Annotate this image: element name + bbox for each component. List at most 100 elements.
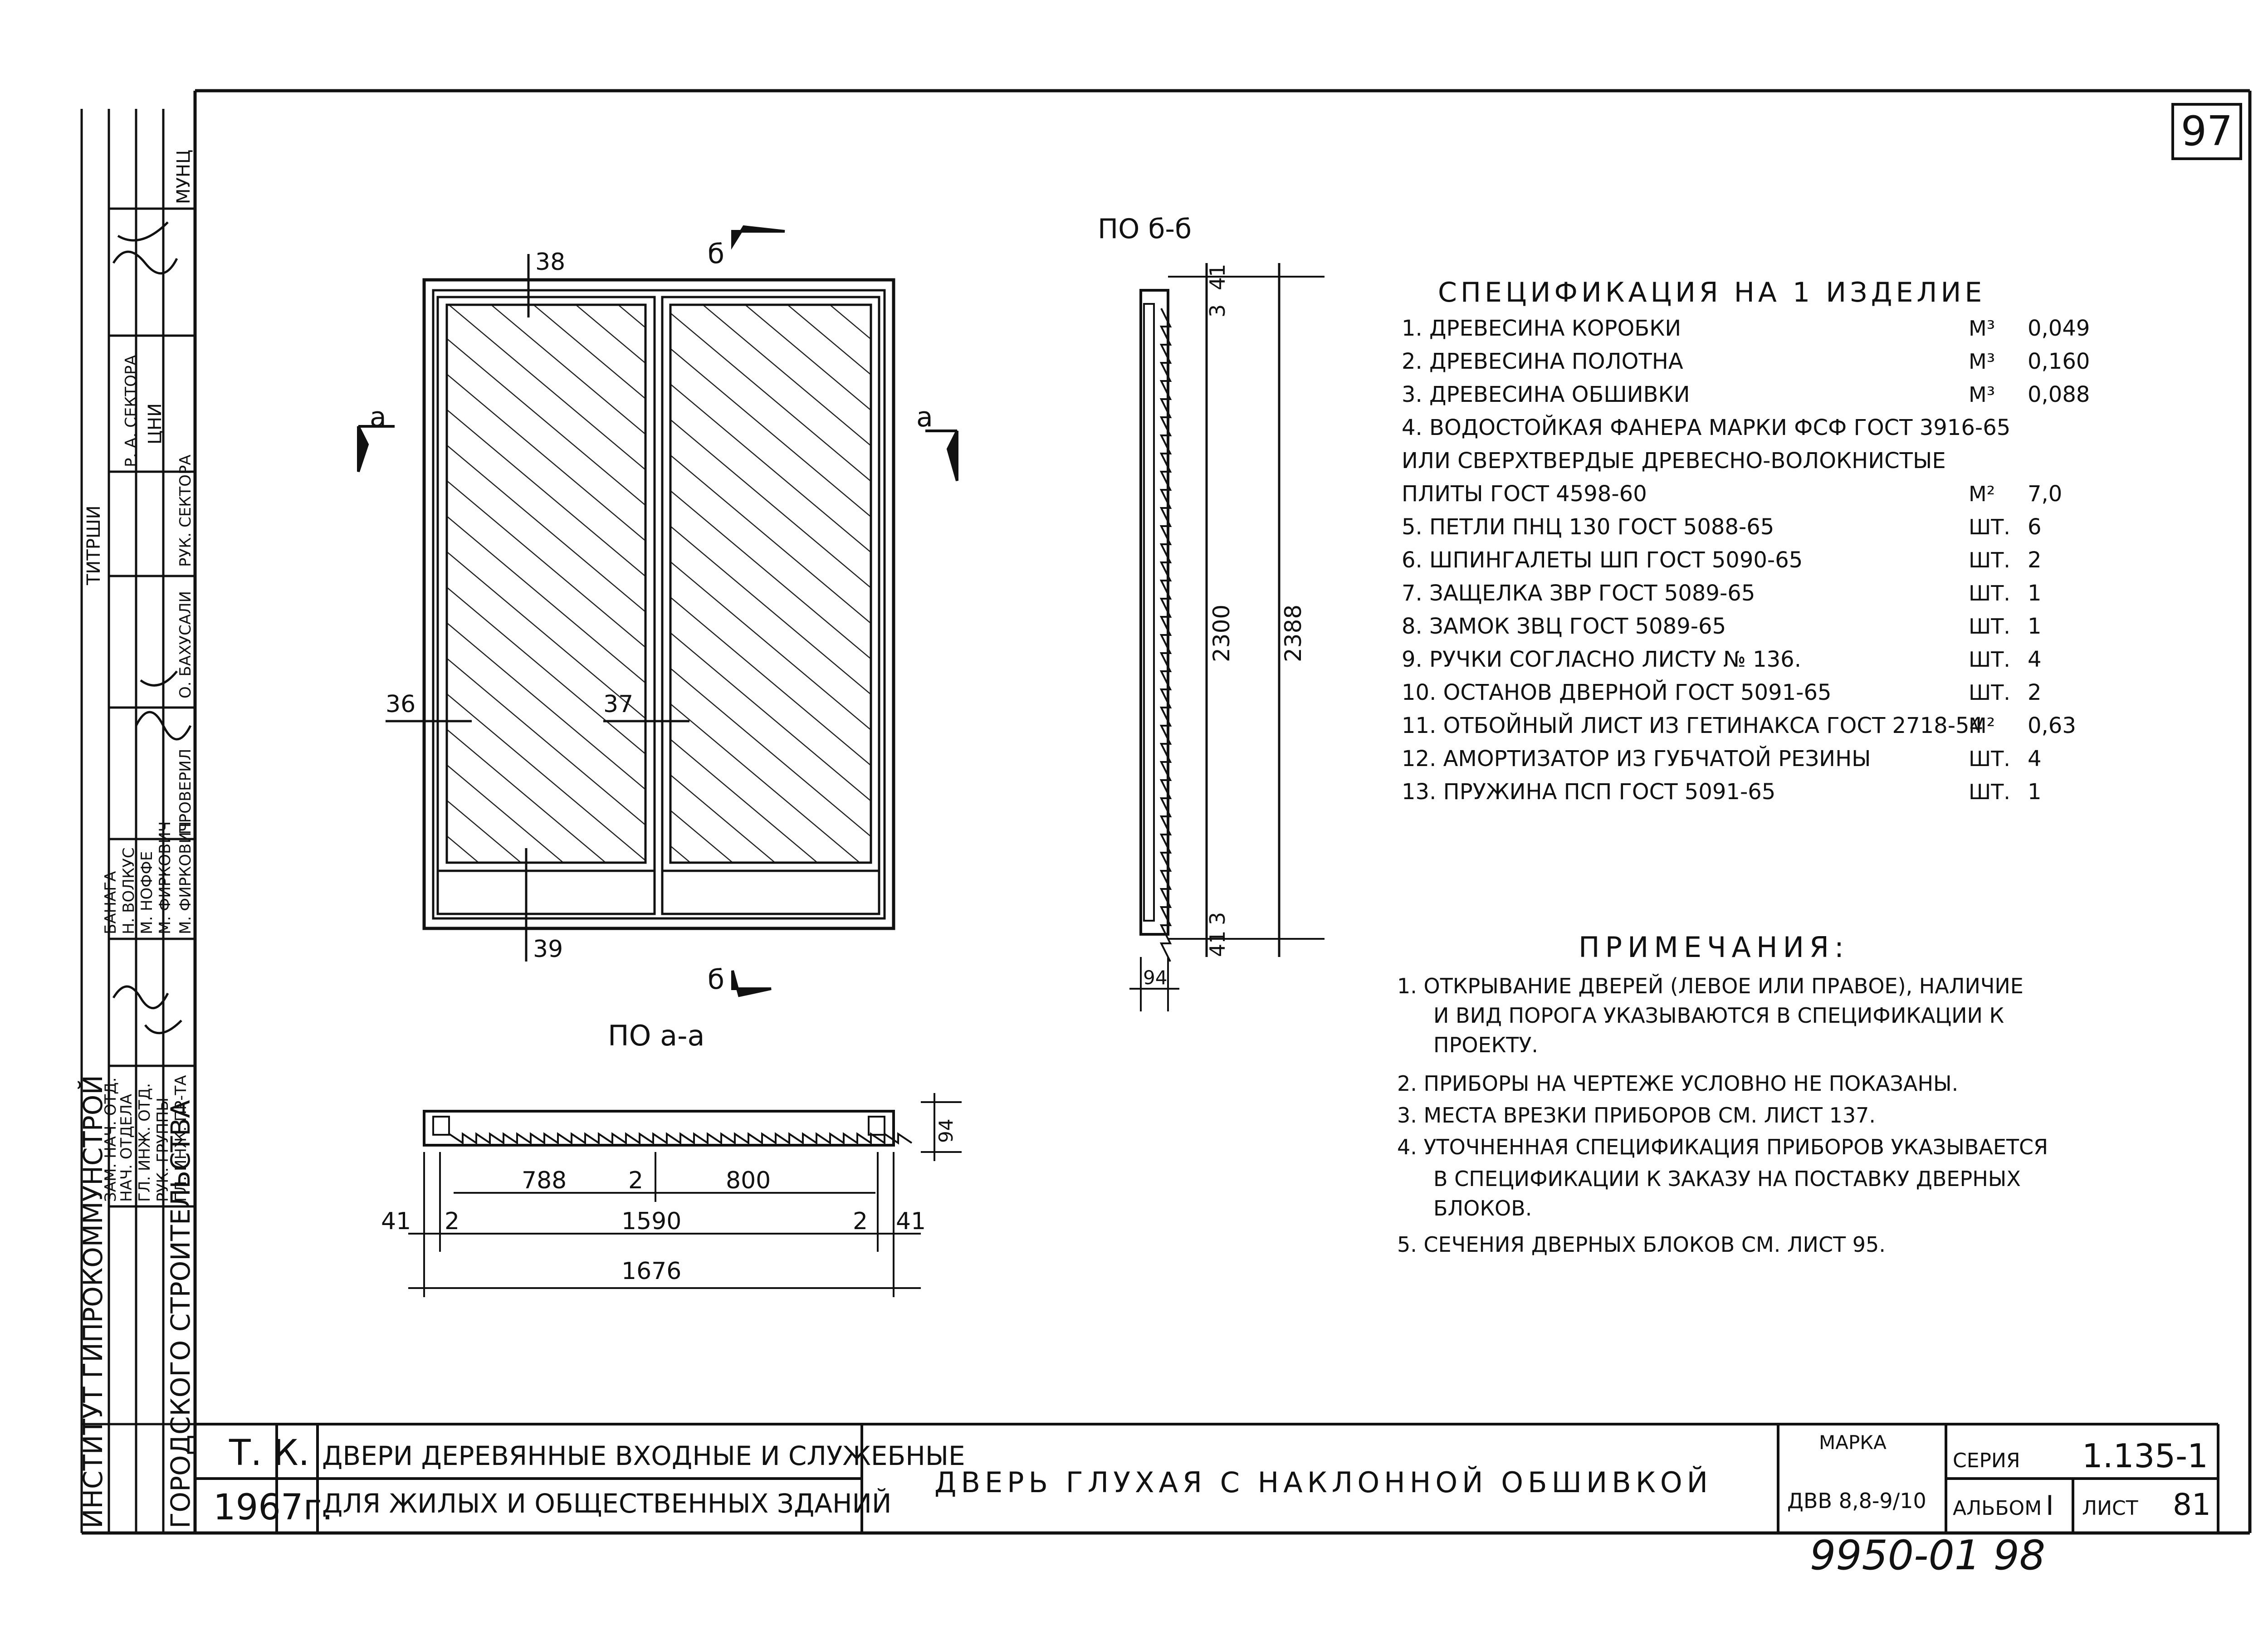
- callout-37: 37: [603, 691, 633, 718]
- spec-item-unit: М²: [1969, 482, 1995, 506]
- stamp-role-2: РУК. ГРУППЫ: [154, 1098, 172, 1202]
- spec-item-qty: 1: [2028, 779, 2042, 805]
- album-label: АЛЬБОМ: [1953, 1497, 2042, 1520]
- section-letter-a-left: а: [370, 401, 386, 433]
- stamp-name-2: М. ФИРКОВИЧ: [156, 821, 174, 934]
- plan-dim-edge-right: 41: [896, 1208, 926, 1235]
- spec-item-text: 11. ОТБОЙНЫЙ ЛИСТ ИЗ ГЕТИНАКСА ГОСТ 2718…: [1402, 713, 1983, 738]
- note-line: 5. СЕЧЕНИЯ ДВЕРНЫХ БЛОКОВ СМ. ЛИСТ 95.: [1397, 1232, 1886, 1257]
- spec-item-text: 7. ЗАЩЕЛКА ЗВР ГОСТ 5089-65: [1402, 581, 1755, 606]
- stamp-role-1: ГЛ. ИНЖ. ПР-ТА: [172, 1075, 190, 1202]
- section-mark-a-right: [925, 430, 958, 481]
- spec-item-text: ПЛИТЫ ГОСТ 4598-60: [1402, 481, 1647, 507]
- spec-item-qty: 6: [2028, 514, 2042, 540]
- project-line-1: ДВЕРИ ДЕРЕВЯННЫЕ ВХОДНЫЕ И СЛУЖЕБНЫЕ: [322, 1440, 965, 1471]
- spec-item-text: 13. ПРУЖИНА ПСП ГОСТ 5091-65: [1402, 779, 1775, 805]
- spec-item-text: 9. РУЧКИ СОГЛАСНО ЛИСТУ № 136.: [1402, 647, 1801, 672]
- spec-item-unit: М³: [1969, 349, 1995, 374]
- archive-number: 9950-01 98: [1810, 1532, 2045, 1579]
- section-letter-b-bottom: б: [708, 964, 724, 996]
- signature-mark: [112, 221, 178, 275]
- spec-item-text: ИЛИ СВЕРХТВЕРДЫЕ ДРЕВЕСНО-ВОЛОКНИСТЫЕ: [1402, 448, 1946, 474]
- plan-dim-thickness: 94: [935, 1119, 957, 1143]
- note-line: И ВИД ПОРОГА УКАЗЫВАЮТСЯ В СПЕЦИФИКАЦИИ …: [1433, 1003, 2004, 1028]
- spec-item-qty: 0,160: [2028, 349, 2090, 374]
- title-block-text: Т. К. 1967г. ДВЕРИ ДЕРЕВЯННЫЕ ВХОДНЫЕ И …: [213, 1431, 2211, 1579]
- sheet-number: 97: [2181, 107, 2233, 155]
- stamp-top-3: МУНЦ: [173, 150, 194, 204]
- spec-item-qty: 2: [2028, 547, 2042, 573]
- section-mark-b-bottom: [731, 970, 772, 997]
- spec-item-text: 1. ДРЕВЕСИНА КОРОБКИ: [1402, 316, 1681, 341]
- callout-36: 36: [386, 691, 415, 718]
- side-stamp: [80, 109, 195, 1533]
- sheet-title: ДВЕРЬ ГЛУХАЯ С НАКЛОННОЙ ОБШИВКОЙ: [934, 1466, 1712, 1499]
- spec-item-qty: 7,0: [2028, 481, 2062, 507]
- dim-bottom-41: 41: [1205, 930, 1230, 957]
- side-section-label: ПО б-б: [1098, 213, 1192, 245]
- spec-item-text: 8. ЗАМОК ЗВЦ ГОСТ 5089-65: [1402, 614, 1726, 639]
- spec-item-qty: 1: [2028, 581, 2042, 606]
- note-line: БЛОКОВ.: [1433, 1196, 1532, 1220]
- marka-value: ДВВ 8,8-9/10: [1787, 1489, 1926, 1513]
- list-value: 81: [2173, 1487, 2211, 1522]
- institute-label: ИНСТИТУТ ГИПРОКОММУНСТРОЙ: [77, 1075, 108, 1528]
- section-mark-a-left: [357, 425, 395, 472]
- spec-item-unit: ШТ.: [1969, 747, 2010, 771]
- tk-label: Т. К.: [229, 1433, 309, 1474]
- cladding-sawtooth: [1159, 308, 1172, 962]
- spec-item-qty: 1: [2028, 614, 2042, 639]
- stamp-role-5: ЗАМ. НАЧ. ОТД.: [102, 1077, 120, 1202]
- stamp-name-3: М. НОФФЕ: [138, 851, 156, 934]
- note-line: 3. МЕСТА ВРЕЗКИ ПРИБОРОВ СМ. ЛИСТ 137.: [1397, 1103, 1876, 1128]
- album-value: I: [2046, 1490, 2054, 1522]
- dim-thickness: 94: [1143, 967, 1167, 989]
- panel-hatch-left: [445, 303, 647, 864]
- spec-item-unit: ШТ.: [1969, 780, 2010, 804]
- signature-mark: [135, 670, 192, 741]
- stamp-name-1: М. ФИРКОВИЧ: [176, 821, 195, 934]
- specification-table: СПЕЦИФИКАЦИЯ НА 1 ИЗДЕЛИЕ 1. ДРЕВЕСИНА К…: [1402, 277, 2090, 805]
- dim-outer-height: 2388: [1280, 605, 1306, 662]
- plan-section-body: [423, 1110, 895, 1147]
- plan-dim-leaf-left: 788: [522, 1167, 567, 1194]
- stamp-role-6: РУК. СЕКТОРА: [176, 454, 195, 567]
- section-mark-b-top: [731, 225, 785, 250]
- stamp-role-3: ГЛ. ИНЖ. ОТД.: [136, 1083, 154, 1202]
- title-block: [195, 1423, 2219, 1533]
- spec-item-text: 12. АМОРТИЗАТОР ИЗ ГУБЧАТОЙ РЕЗИНЫ: [1402, 746, 1871, 771]
- note-line: 4. УТОЧНЕННАЯ СПЕЦИФИКАЦИЯ ПРИБОРОВ УКАЗ…: [1397, 1135, 2048, 1159]
- side-stamp-text: ИНСТИТУТ ГИПРОКОММУНСТРОЙ ГОРОДСКОГО СТР…: [77, 150, 196, 1528]
- spec-item-qty: 4: [2028, 746, 2042, 771]
- sheet-number-box: 97: [2171, 103, 2242, 160]
- stamp-name-4: Н. ВОЛКУС: [120, 848, 138, 934]
- plan-cladding: [448, 1132, 913, 1145]
- panel-hatch-right: [669, 303, 872, 864]
- spec-item-unit: ШТ.: [1969, 680, 2010, 705]
- spec-item-unit: ШТ.: [1969, 548, 2010, 572]
- stamp-role-7: ПРОВЕРИЛ: [176, 749, 195, 835]
- spec-item-unit: ШТ.: [1969, 581, 2010, 605]
- side-section-b-b: ПО б-б 41 3 2300 2388 3 41 94: [1098, 213, 1325, 1011]
- plan-dim-inner-right: 2: [853, 1208, 868, 1235]
- stamp-top-2: ТИТРШИ: [83, 505, 104, 586]
- plan-section-a-a: 94 788 2 800 41 2 1590 2 41 1676: [381, 1093, 962, 1297]
- spec-title: СПЕЦИФИКАЦИЯ НА 1 ИЗДЕЛИЕ: [1438, 277, 1985, 308]
- note-line: 1. ОТКРЫВАНИЕ ДВЕРЕЙ (ЛЕВОЕ ИЛИ ПРАВОЕ),…: [1397, 974, 2024, 998]
- plan-dim-inner-left: 2: [445, 1208, 459, 1235]
- plan-dim-inner-width: 1590: [621, 1208, 681, 1235]
- spec-item-text: 5. ПЕТЛИ ПНЦ 130 ГОСТ 5088-65: [1402, 514, 1774, 540]
- dim-top-3: 3: [1205, 304, 1230, 317]
- spec-item-qty: 0,049: [2028, 316, 2090, 341]
- section-letter-a-right: а: [916, 401, 933, 433]
- note-line: В СПЕЦИФИКАЦИИ К ЗАКАЗУ НА ПОСТАВКУ ДВЕР…: [1433, 1167, 2021, 1191]
- spec-item-unit: М²: [1969, 713, 1995, 738]
- stamp-name-7: Р. А. СЕКТОРА: [122, 355, 140, 467]
- stamp-role-4: НАЧ. ОТДЕЛА: [117, 1094, 136, 1202]
- dim-bottom-3: 3: [1205, 912, 1230, 925]
- plan-dim-total: 1676: [621, 1258, 681, 1285]
- notes-block: ПРИМЕЧАНИЯ: 1. ОТКРЫВАНИЕ ДВЕРЕЙ (ЛЕВОЕ …: [1397, 931, 2048, 1257]
- plan-dim-leaf-right: 800: [726, 1167, 771, 1194]
- spec-item-unit: ШТ.: [1969, 614, 2010, 639]
- spec-item-qty: 4: [2028, 647, 2042, 672]
